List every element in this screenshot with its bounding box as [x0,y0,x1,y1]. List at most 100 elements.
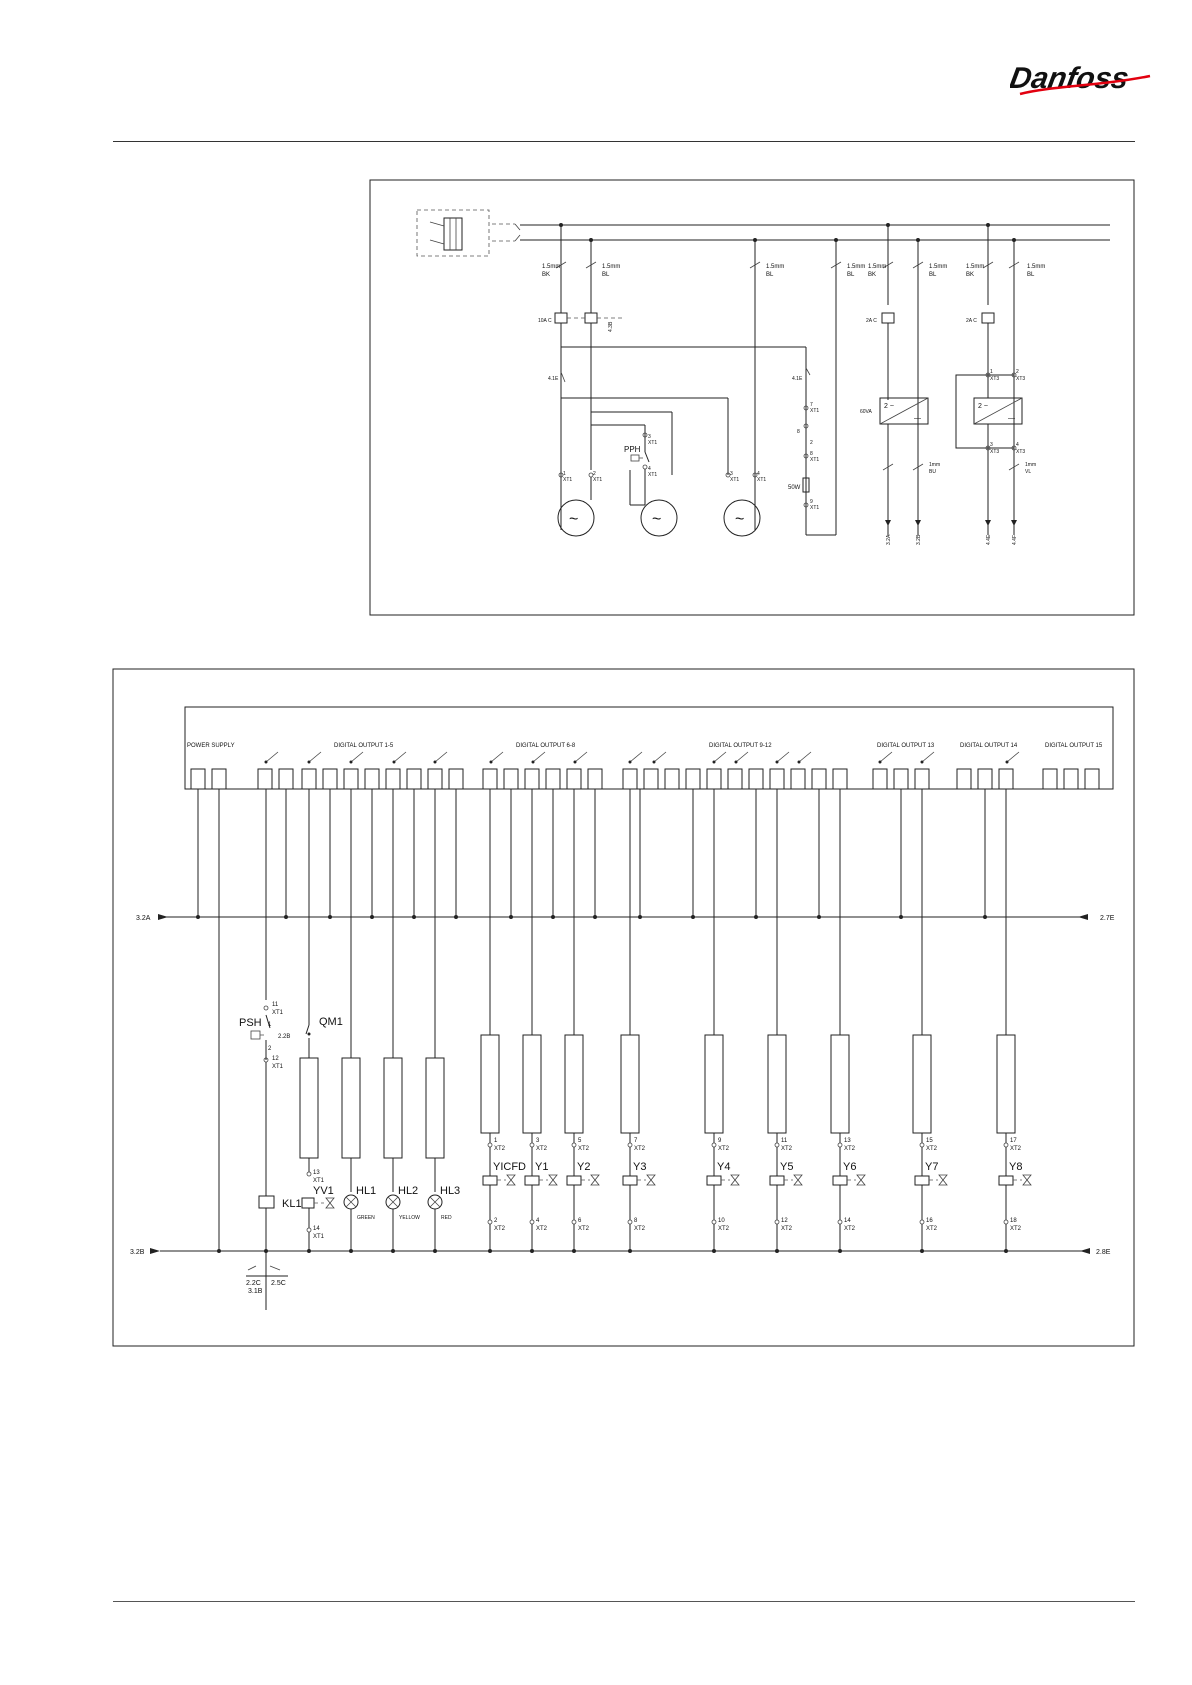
footer-rule [113,1601,1135,1602]
output-bar [480,1034,500,1134]
relay-contact [921,751,935,763]
kl1-label: KL1 [282,1198,302,1210]
valve-symbol [793,1174,803,1186]
module-terminal [893,768,909,790]
terminal-number: 8 [810,451,813,457]
module-terminal [587,768,603,790]
module-terminal [211,768,227,790]
breaker-q2: 2A C [866,312,895,400]
terminal-node [711,1142,717,1148]
valve-label: Y6 [843,1161,856,1173]
cross-ref: 4.1E [792,376,803,382]
relay-contact [879,751,893,763]
terminal-number: 5 [578,1138,582,1144]
terminal-strip: XT1 [313,1178,325,1184]
junction-dot [530,1249,534,1253]
group-title: DIGITAL OUTPUT 1-5 [334,743,394,749]
module-terminals [190,751,1100,790]
wire-label: BK [868,272,876,278]
terminal-strip: XT1 [272,1064,284,1070]
terminal-number: 3 [730,471,733,477]
terminal-strip: XT3 [990,449,999,455]
module-terminal [832,768,848,790]
junction-dot [775,1249,779,1253]
kl1-contact-ref: 3.1B [248,1288,263,1295]
valve-label: Y1 [535,1161,548,1173]
wire-label: BK [542,272,550,278]
wire-label: BL [766,272,774,278]
kl1-coil [258,1195,275,1209]
valve-label: Y5 [780,1161,793,1173]
group-title: DIGITAL OUTPUT 13 [877,743,935,749]
junction-dot [284,915,288,919]
junction-dot [899,915,903,919]
motor-symbol: ~ [652,511,661,528]
wire-label: 1.5mm [766,264,784,270]
module-terminal [545,768,561,790]
junction-dot [454,915,458,919]
terminal-number: 4 [757,471,760,477]
breaker-q1: 10A C 4.3B [538,305,625,530]
module-terminal [278,768,294,790]
lamp-cross [387,1196,399,1208]
terminal-node [837,1142,843,1148]
junction-dot [217,1249,221,1253]
power-supply-2: 2 ~ — 1 XT3 2 XT3 3 XT3 4 XT3 1mm VL [955,369,1036,535]
terminal-strip: XT2 [536,1146,548,1152]
terminal-strip: XT2 [1010,1146,1022,1152]
terminal-number: 1 [990,369,993,375]
terminal-strip: XT1 [648,472,657,478]
wire-label: BK [966,272,974,278]
junction-dot [920,1249,924,1253]
valve-symbol [506,1174,516,1186]
junction-dot [551,915,555,919]
group-title: DIGITAL OUTPUT 9-12 [709,743,772,749]
terminal-node [571,1219,577,1225]
motor-1: ~ 1 XT1 2 XT1 [557,471,602,537]
module-terminal [622,768,638,790]
output-bar [620,1034,640,1134]
qm1-label: QM1 [319,1016,343,1028]
wire-label: BL [1027,272,1035,278]
exit-ref: 4.4F [1012,535,1018,545]
terminal-node [487,1219,493,1225]
terminal-node [774,1219,780,1225]
junction-dot [412,915,416,919]
terminal-number: 13 [844,1138,851,1144]
valve-symbol [646,1174,656,1186]
module-terminal [914,768,930,790]
psh-branch: PSH 11 XT1 1 2 12 XT1 [239,789,284,1196]
wire-label: 1.5mm [542,264,560,270]
terminal-strip: XT2 [844,1146,856,1152]
junction-dot [488,1249,492,1253]
motor-2: ~ [629,470,678,537]
module-terminal [301,768,317,790]
valve-symbol [730,1174,740,1186]
pph-label: PPH [624,445,641,454]
terminal-strip: XT2 [844,1226,856,1232]
breaker-rating: 10A C [538,318,552,324]
module-terminal [257,768,273,790]
lamp-label: HL1 [356,1185,376,1197]
junction-dot [593,915,597,919]
heater-branch: 7 XT1 8 2 8 XT1 50W 9 XT1 [788,375,836,536]
wire-label: 1mm [929,462,940,468]
relay-contact [735,751,749,763]
solenoid-coil [706,1175,722,1186]
contact-number: 2 [268,1046,272,1052]
motor-symbol: ~ [735,511,744,528]
kl1-contact-ref: 2.2C [246,1280,261,1287]
valve-symbol [856,1174,866,1186]
solenoid-coil [566,1175,582,1186]
power-diagram-frame [369,179,1135,616]
terminal-number: 3 [648,434,651,440]
valve-symbol [938,1174,948,1186]
module-terminal [406,768,422,790]
wire-label: BL [929,272,937,278]
terminal-number: 16 [926,1218,933,1224]
danfoss-logo: Danfoss [1010,62,1151,96]
group-title: POWER SUPPLY [187,743,235,749]
control-diagram-frame [112,668,1135,1347]
relay-contact-node [652,760,656,764]
